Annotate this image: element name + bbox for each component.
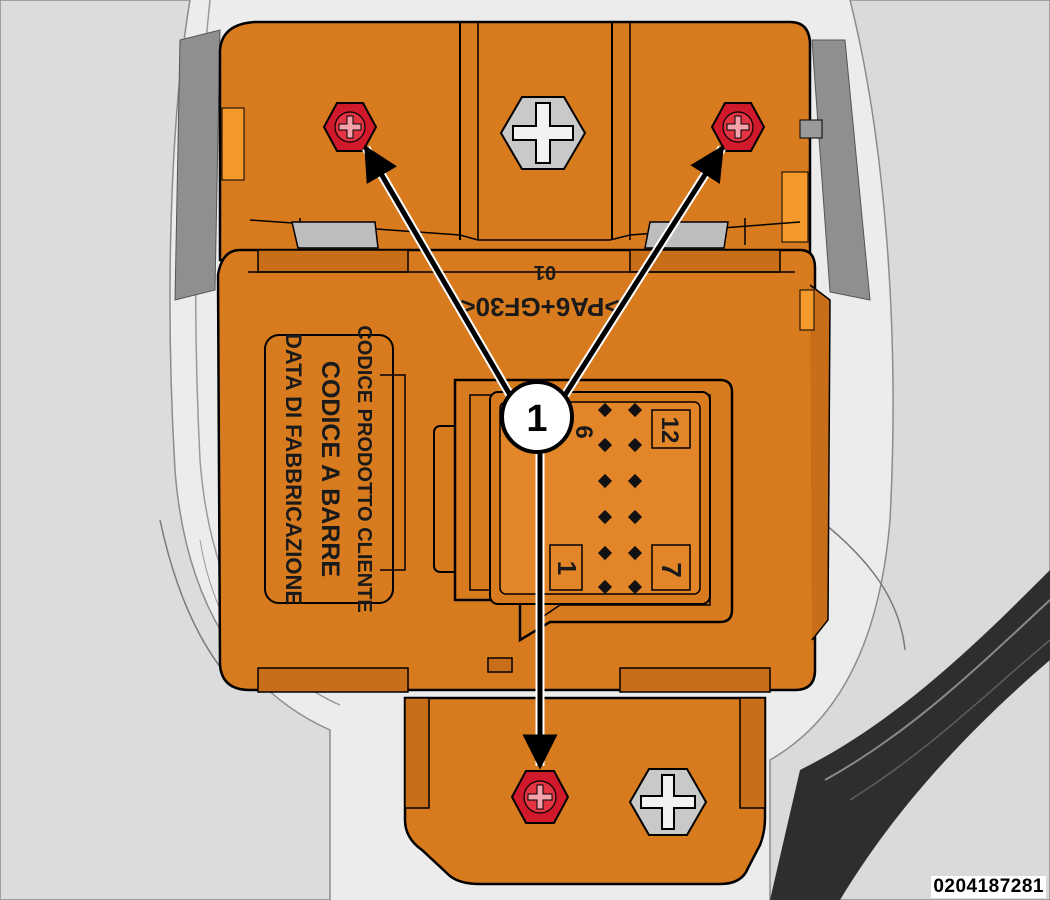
label-line-customer-code: CODICE PRODOTTO CLIENTE	[353, 325, 375, 612]
highlighted-screw-top-right	[710, 102, 766, 152]
fixed-screw-top	[499, 96, 587, 170]
fixed-screw-bottom	[628, 768, 708, 836]
callout-arrows	[362, 144, 726, 770]
label-line-manufacture-date: DATA DI FABBRICAZIONE	[281, 333, 306, 605]
label-line-barcode: CODICE A BARRE	[316, 361, 344, 577]
material-code: >PA6+GF30<	[460, 292, 619, 322]
pin-label-top-left: 6	[570, 425, 597, 438]
pin-label-bottom-left: 1	[552, 561, 582, 575]
connector-pins	[597, 402, 643, 595]
material-marking: >PA6+GF30< 01	[460, 261, 619, 322]
pin-label-top-right: 12	[656, 417, 683, 444]
figure-reference-code: 0204187281	[931, 876, 1046, 898]
callout-bubble: 1	[500, 380, 574, 454]
highlighted-screw-bottom	[510, 770, 570, 824]
label-block: CODICE PRODOTTO CLIENTE CODICE A BARRE D…	[264, 325, 394, 613]
material-revision: 01	[534, 261, 556, 283]
mounting-tab	[403, 696, 767, 886]
pin-label-bottom-right: 7	[656, 562, 687, 578]
electrical-connector: 6 12 1 7	[433, 378, 734, 643]
highlighted-screw-top-left	[322, 102, 378, 152]
callout-number: 1	[526, 398, 547, 440]
